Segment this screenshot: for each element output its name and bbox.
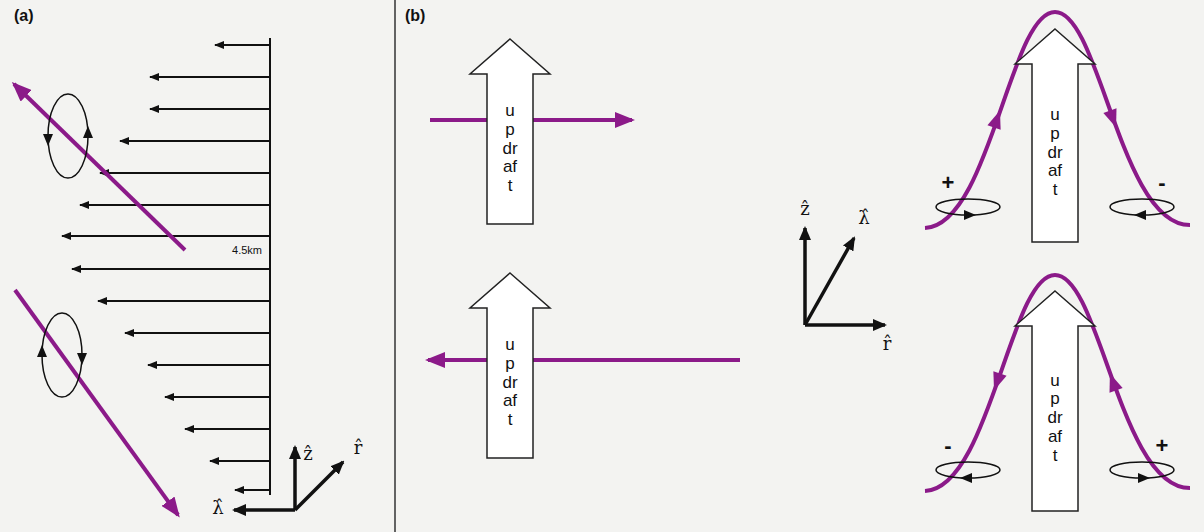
wind-arrow — [148, 364, 270, 366]
vortex-arrowhead — [1103, 108, 1122, 130]
updraft-arrow: updraft — [469, 38, 551, 224]
ring-arrowhead — [1134, 210, 1146, 220]
sign-label: - — [944, 435, 951, 457]
wind-arrow — [215, 44, 270, 46]
wind-arrow — [165, 396, 270, 398]
wind-arrow — [72, 268, 270, 270]
updraft-shape — [470, 273, 550, 458]
ring-arrowhead — [960, 473, 972, 483]
wind-arrow — [80, 204, 270, 206]
wind-arrow — [125, 332, 270, 334]
axis-arrow — [805, 323, 885, 327]
axis-label: ẑ — [303, 445, 312, 463]
axis-label: λ̂ — [212, 499, 223, 517]
axis-label: r̂ — [354, 439, 363, 457]
wind-arrow — [150, 108, 270, 110]
wind-arrow — [120, 140, 270, 142]
updraft-label: updraft — [502, 102, 519, 195]
vortex-arrowhead — [987, 108, 1006, 130]
height-label: 4.5km — [232, 245, 262, 256]
wind-arrow — [100, 172, 270, 174]
axis-arrow — [234, 508, 295, 512]
wind-arrow — [150, 76, 270, 78]
axis-arrow — [295, 462, 343, 510]
wind-arrow — [62, 235, 270, 237]
vortex-line — [428, 358, 740, 362]
updraft-label: updraft — [502, 336, 519, 429]
updraft-shape — [470, 39, 550, 224]
vortex-arrowhead — [1103, 371, 1122, 393]
vortex-ring — [42, 313, 82, 397]
updraft-arrow: updraft — [1014, 28, 1096, 242]
sign-label: + — [1156, 435, 1169, 457]
updraft-label: updraft — [1047, 372, 1064, 465]
updraft-shape — [1015, 291, 1095, 511]
panel-divider — [394, 0, 396, 532]
axis-label: ẑ — [800, 200, 809, 218]
axis-arrow — [803, 228, 807, 325]
sign-label: + — [942, 172, 955, 194]
vortex-ring — [48, 94, 88, 178]
updraft-shape — [1015, 29, 1095, 242]
updraft-arrow: updraft — [1014, 290, 1096, 511]
wind-arrow — [185, 428, 270, 430]
axis-label: λ̂ — [858, 209, 869, 227]
wind-arrow — [98, 300, 270, 302]
vortex-arrowhead — [987, 371, 1006, 393]
wind-arrow — [235, 489, 270, 491]
axis-arrow — [805, 238, 854, 325]
panel-label: (b) — [405, 8, 425, 24]
ring-arrowhead — [83, 126, 93, 138]
updraft-arrow: updraft — [469, 272, 551, 458]
panel-label: (a) — [14, 8, 34, 24]
ring-arrowhead — [964, 210, 976, 220]
updraft-label: updraft — [1047, 106, 1064, 199]
sign-label: - — [1158, 172, 1165, 194]
ring-arrowhead — [43, 134, 53, 146]
ring-arrowhead — [77, 353, 87, 365]
ring-arrowhead — [37, 345, 47, 357]
vortex-line — [14, 84, 185, 250]
axis-arrow — [293, 447, 297, 510]
axis-label: r̂ — [883, 335, 892, 353]
profile-axis — [269, 38, 271, 495]
vortex-line — [15, 290, 178, 515]
wind-arrow — [210, 460, 270, 462]
ring-arrowhead — [1138, 473, 1150, 483]
